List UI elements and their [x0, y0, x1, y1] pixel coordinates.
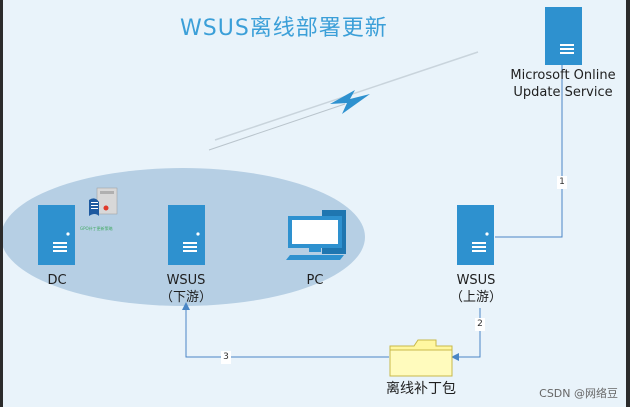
wsus-upstream-server — [457, 205, 494, 265]
offline-package-folder — [389, 339, 453, 377]
connector-3 — [185, 308, 389, 358]
edge-label-3: 3 — [221, 351, 231, 364]
microsoft-update-server — [545, 7, 582, 65]
microsoft-label-line2: Update Service — [513, 85, 613, 100]
connector-2 — [457, 308, 481, 358]
wsus-downstream-label-line1: WSUS — [166, 273, 206, 288]
wsus-upstream-label: WSUS （上游） — [440, 272, 512, 306]
wsus-upstream-label-line2: （上游） — [449, 290, 502, 305]
offline-package-label: 离线补丁包 — [386, 381, 456, 397]
diagram-title: WSUS离线部署更新 — [180, 16, 388, 41]
pc-label: PC — [306, 273, 324, 288]
edge-label-2: 2 — [475, 318, 485, 331]
dc-server — [38, 205, 75, 265]
microsoft-label: Microsoft Online Update Service — [500, 67, 626, 101]
connector-1 — [495, 60, 563, 238]
wan-link-icon — [208, 51, 479, 151]
edge-label-1: 1 — [557, 176, 567, 189]
gpo-label: GPO补丁更新策略 — [80, 226, 113, 231]
wsus-downstream-label-line2: （下游） — [159, 290, 212, 305]
wsus-downstream-label: WSUS （下游） — [150, 272, 222, 306]
gpo-policy-icon — [89, 187, 118, 216]
window-edge-left — [0, 0, 3, 407]
dc-label: DC — [47, 273, 67, 288]
microsoft-label-line1: Microsoft Online — [510, 68, 616, 83]
wsus-upstream-label-line1: WSUS — [456, 273, 496, 288]
pc-workstation — [286, 210, 346, 260]
watermark: CSDN @网络豆 — [539, 387, 618, 400]
wsus-downstream-server — [168, 205, 205, 265]
window-edge-right — [626, 0, 630, 407]
